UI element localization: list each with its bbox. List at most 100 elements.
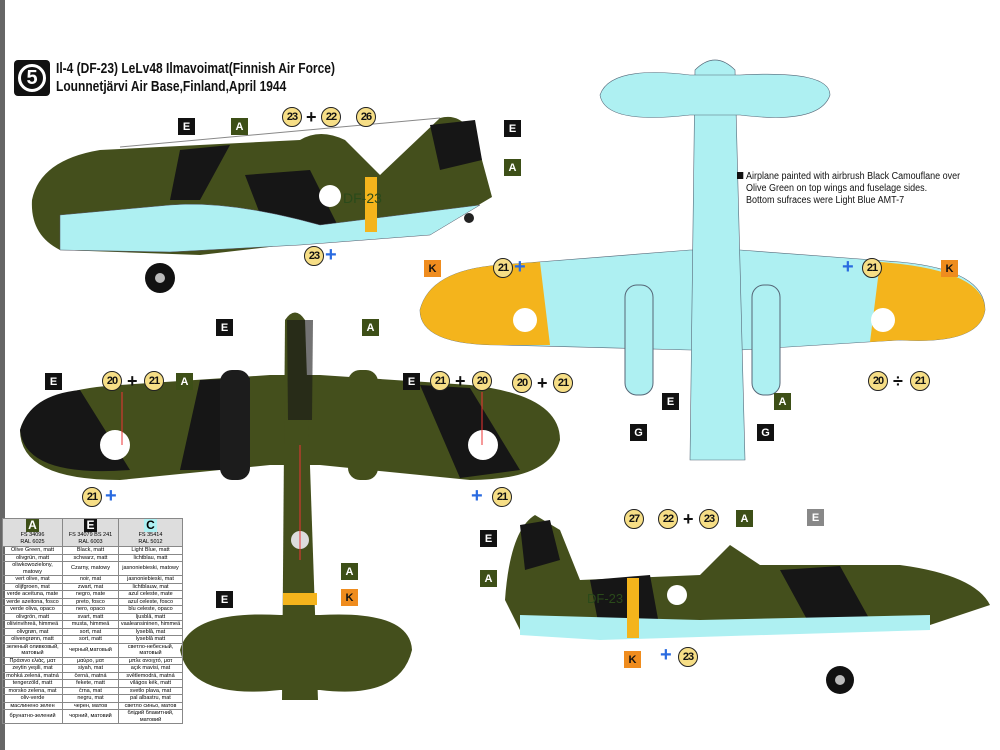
table-cell: pal albastru, mat: [118, 694, 183, 703]
scheme-number: 5: [18, 64, 46, 92]
color-callout-k: K: [941, 260, 958, 277]
side-view-left: DF-23: [31, 116, 492, 293]
decal-callout: 21: [910, 371, 930, 391]
table-cell: morsko zelena, mat: [2, 686, 63, 695]
side-view-right: DF-23: [505, 515, 990, 694]
decal-callout: 27: [624, 509, 644, 529]
decal-callout: 20: [868, 371, 888, 391]
table-cell: zeytin yeşili, mat: [2, 664, 63, 673]
table-cell: azul celeste, fosco: [118, 597, 183, 606]
table-cell: světlemodrá, matná: [118, 671, 183, 680]
ral-code: RAL 5012: [138, 539, 163, 545]
painting-note: Airplane painted with airbrush Black Cam…: [737, 171, 960, 207]
table-cell: olivgrün, matt: [2, 553, 63, 562]
color-callout-k: K: [624, 651, 641, 668]
table-cell: sort, mat: [62, 627, 119, 636]
color-callout-k: K: [341, 589, 358, 606]
decal-callout: 26: [356, 107, 376, 127]
table-cell: negru, mat: [62, 694, 119, 703]
color-callout-a: A: [774, 393, 791, 410]
table-cell: oliv-verde: [2, 694, 63, 703]
color-callout-a: A: [504, 159, 521, 176]
table-cell: açık mavisi, mat: [118, 664, 183, 673]
color-callout-a: A: [176, 373, 193, 390]
table-cell: črna, mat: [62, 686, 119, 695]
decal-callout: 21: [492, 487, 512, 507]
table-cell: svetlo plava, mat: [118, 686, 183, 695]
table-cell: зеленый оливковый, матовый: [2, 642, 63, 658]
color-callout-e: E: [807, 509, 824, 526]
decal-callout: 22: [658, 509, 678, 529]
table-cell: брунатно-зелений: [2, 709, 63, 724]
table-cell: чорний, матовий: [62, 709, 119, 724]
decal-callout: 21: [493, 258, 513, 278]
divide-sign: ÷: [893, 371, 903, 391]
table-cell: sort, matt: [62, 635, 119, 644]
table-cell: preto, fosco: [62, 597, 119, 606]
top-view-upper: [20, 312, 560, 700]
plus-sign: +: [306, 107, 317, 127]
title-line-2: Lounnetjärvi Air Base,Finland,April 1944: [56, 78, 287, 95]
color-callout-a: A: [341, 563, 358, 580]
table-cell: светло синьо, матов: [118, 701, 183, 710]
table-cell: olivengrønn, matt: [2, 635, 63, 644]
color-callout-e: E: [662, 393, 679, 410]
title-line-1: Il-4 (DF-23) LeLv48 Ilmavoimat(Finnish A…: [56, 60, 335, 77]
table-cell: azul celeste, mate: [118, 590, 183, 599]
color-callout-e: E: [504, 120, 521, 137]
table-cell: черный,матовый: [62, 642, 119, 658]
bullet-square-icon: [737, 172, 744, 179]
color-callout-e: E: [480, 530, 497, 547]
table-cell: schwarz, matt: [62, 553, 119, 562]
color-letter-a: A: [26, 518, 39, 532]
insignia-plus-icon: +: [842, 256, 854, 278]
plus-sign: +: [537, 373, 548, 393]
table-cell: Πράσινο ελιάς, ματ: [2, 656, 63, 665]
side-code: DF-23: [343, 190, 382, 206]
table-cell: olivgrön, matt: [2, 612, 63, 621]
table-cell: verde aceituna, mate: [2, 590, 63, 599]
decal-callout: 23: [282, 107, 302, 127]
table-cell: jasnoniebieski, matowy: [118, 561, 183, 576]
table-cell: verde oliva, opaco: [2, 605, 63, 614]
decal-callout: 20: [512, 373, 532, 393]
decal-callout: 22: [321, 107, 341, 127]
scheme-number-badge: 5: [14, 60, 50, 96]
table-cell: черен, матов: [62, 701, 119, 710]
table-cell: lichtblau, matt: [118, 553, 183, 562]
fs-code: FS 34079 BS 241: [68, 532, 113, 538]
note-line: Bottom sufraces were Light Blue AMT-7: [746, 195, 905, 206]
table-cell: verde azeitona, fosco: [2, 597, 63, 606]
side-code-right: DF-23: [587, 591, 623, 606]
table-cell: Light Blue, matt: [118, 546, 183, 555]
decal-callout: 21: [430, 371, 450, 391]
color-callout-e: E: [178, 118, 195, 135]
color-callout-a: A: [736, 510, 753, 527]
decal-callout: 21: [862, 258, 882, 278]
table-cell: jasnoniebieski, mat: [118, 575, 183, 584]
insignia-plus-icon: +: [105, 485, 117, 507]
table-cell: noir, mat: [62, 575, 119, 584]
table-cell: блідий блакитний, матовий: [118, 709, 183, 724]
decal-callout: 23: [304, 246, 324, 266]
insignia-plus-icon: +: [660, 644, 672, 666]
table-cell: Olive Green, matt: [2, 546, 63, 555]
